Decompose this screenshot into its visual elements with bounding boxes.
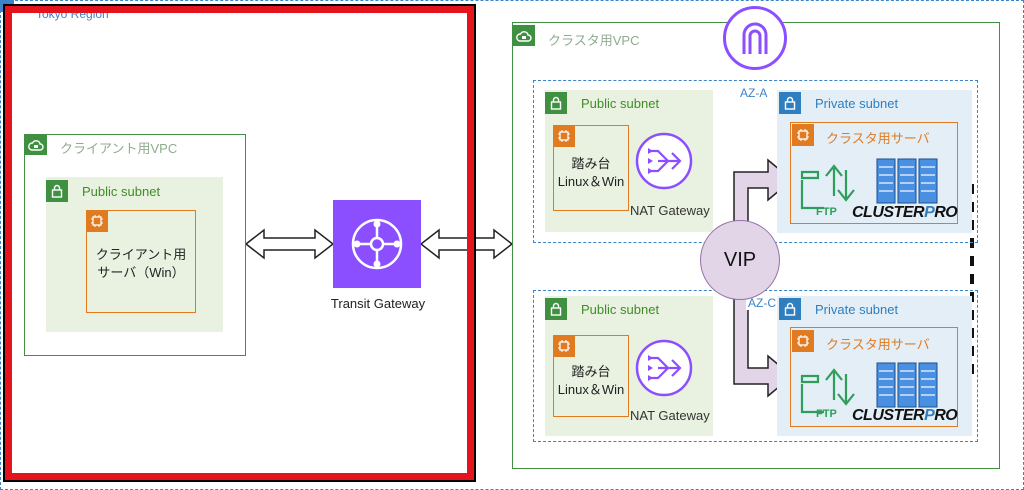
az-c-nat-label: NAT Gateway bbox=[630, 408, 710, 423]
ec2-instance-icon bbox=[553, 125, 575, 147]
az-a-cluster-server-label: クラスタ用サーバ bbox=[826, 131, 930, 146]
az-a-ftp-label: FTP bbox=[816, 206, 837, 218]
az-a-bastion-server bbox=[553, 125, 629, 211]
az-c-ftp-label: FTP bbox=[816, 408, 837, 420]
transit-gateway-icon bbox=[333, 200, 421, 288]
az-c-private-subnet-label: Private subnet bbox=[815, 302, 899, 317]
az-c-bastion-name: 踏み台 bbox=[571, 364, 611, 379]
vip-label: VIP bbox=[723, 248, 757, 271]
lock-icon bbox=[545, 92, 567, 114]
ftp-icon bbox=[798, 158, 856, 225]
client-server bbox=[86, 210, 196, 313]
client-public-subnet bbox=[46, 177, 223, 332]
client-vpc-label: クライアント用VPC bbox=[60, 141, 178, 156]
az-a-bastion-os: Linux＆Win bbox=[557, 174, 625, 189]
az-a-private-subnet bbox=[777, 90, 972, 233]
client-server-name: クライアント用 bbox=[95, 247, 187, 262]
az-a-private-subnet-label: Private subnet bbox=[815, 96, 899, 111]
ec2-instance-icon bbox=[792, 124, 814, 146]
ftp-icon bbox=[798, 362, 856, 429]
ec2-instance-icon bbox=[553, 335, 575, 357]
client-vpc bbox=[24, 134, 246, 356]
az-a-label: AZ-A bbox=[738, 86, 770, 100]
client-subnet-label: Public subnet bbox=[82, 184, 161, 199]
heartbeat-line bbox=[940, 178, 974, 384]
nat-gateway-icon bbox=[634, 131, 694, 196]
vpc-cloud-icon bbox=[24, 134, 47, 155]
az-c-label: AZ-C bbox=[746, 296, 778, 310]
lock-icon bbox=[779, 298, 801, 320]
vip-node: VIP bbox=[700, 220, 780, 300]
ec2-instance-icon bbox=[792, 330, 814, 352]
az-a-bastion-name: 踏み台 bbox=[571, 156, 611, 171]
az-a-cluster-server bbox=[790, 122, 958, 224]
lock-icon bbox=[779, 92, 801, 114]
clusterpro-logo: CLUSTERPRO bbox=[852, 204, 958, 221]
highlight-frame bbox=[3, 4, 476, 482]
az-c-cluster-server bbox=[790, 327, 958, 427]
internet-gateway-icon bbox=[723, 6, 787, 70]
az-c-cluster-server-label: クラスタ用サーバ bbox=[826, 337, 930, 352]
lock-icon bbox=[46, 180, 68, 202]
nat-gateway-icon bbox=[634, 338, 694, 403]
cluster-vpc-label: クラスタ用VPC bbox=[548, 33, 640, 48]
lock-icon bbox=[545, 298, 567, 320]
az-c-public-subnet-label: Public subnet bbox=[581, 302, 660, 317]
clusterpro-logo: CLUSTERPRO bbox=[852, 407, 958, 424]
client-server-os: サーバ（Win） bbox=[97, 265, 185, 280]
server-rack-icon bbox=[876, 158, 938, 209]
vpc-cloud-icon bbox=[512, 25, 535, 46]
az-c-bastion-server bbox=[553, 335, 629, 417]
az-a-public-subnet-label: Public subnet bbox=[581, 96, 660, 111]
transit-gateway-label: Transit Gateway bbox=[330, 296, 426, 311]
az-a-nat-label: NAT Gateway bbox=[630, 203, 710, 218]
server-rack-icon bbox=[876, 362, 938, 413]
ec2-instance-icon bbox=[86, 210, 108, 232]
az-c-bastion-os: Linux＆Win bbox=[557, 382, 625, 397]
